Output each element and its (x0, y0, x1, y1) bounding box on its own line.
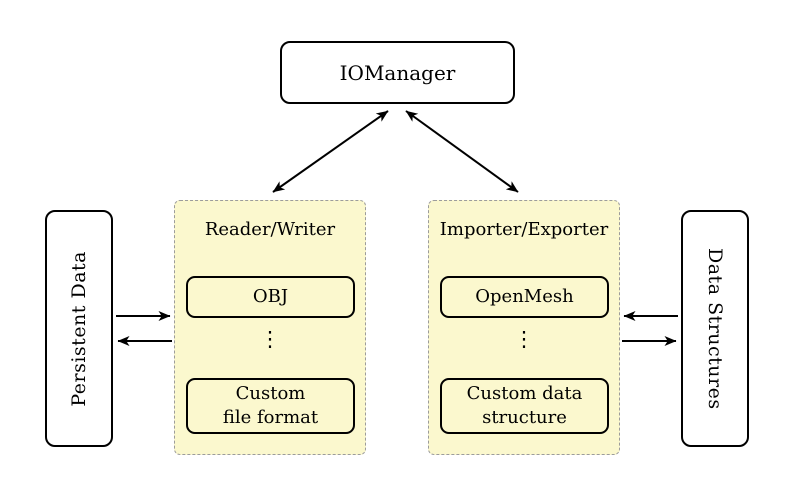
node-custom-data-structure: Custom data structure (440, 378, 609, 434)
node-data-structures: Data Structures (681, 210, 749, 447)
node-obj-label: OBJ (252, 285, 289, 307)
node-custom-data-structure-line1: Custom data (466, 382, 583, 404)
node-obj: OBJ (186, 276, 355, 318)
node-custom-file-format: Custom file format (186, 378, 355, 434)
node-custom-file-format-line2: file format (222, 407, 319, 428)
panel-reader-writer: Reader/Writer OBJ ⋮ Custom file format (174, 200, 366, 455)
node-custom-data-structure-line2: structure (482, 407, 567, 428)
vertical-ellipsis: ⋮ (513, 327, 535, 351)
vertical-ellipsis: ⋮ (259, 327, 281, 351)
node-iomanager-label: IOManager (339, 60, 456, 85)
arrow-iomanager-readerwriter (272, 110, 389, 193)
node-openmesh: OpenMesh (440, 276, 609, 318)
panel-reader-writer-title: Reader/Writer (204, 219, 336, 240)
node-iomanager: IOManager (280, 41, 515, 104)
node-custom-file-format-line1: Custom (235, 382, 306, 404)
node-data-structures-label: Data Structures (704, 247, 726, 410)
panel-importer-exporter: Importer/Exporter OpenMesh ⋮ Custom data… (428, 200, 620, 455)
panel-importer-exporter-title: Importer/Exporter (439, 219, 609, 240)
node-openmesh-label: OpenMesh (475, 285, 574, 307)
node-persistent-data-label: Persistent Data (68, 250, 90, 407)
arrow-iomanager-importerexporter (405, 110, 519, 193)
node-persistent-data: Persistent Data (45, 210, 113, 447)
